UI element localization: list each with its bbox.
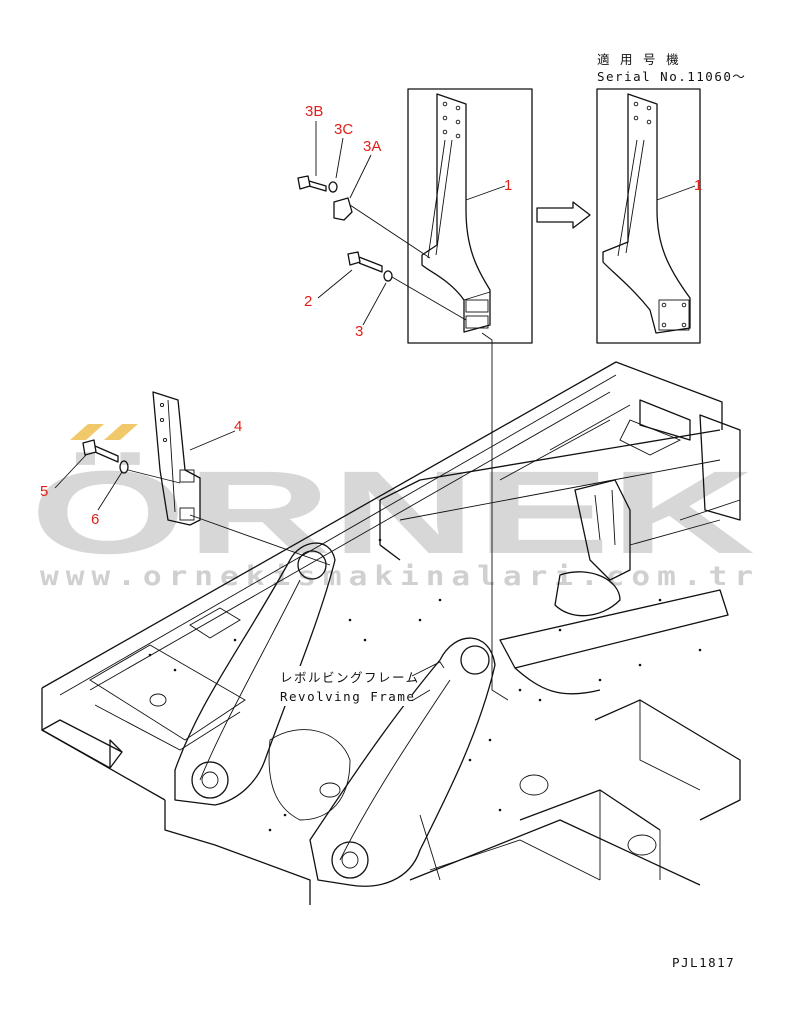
callouts: 3B 3C 3A 1 1 2 3 4 5 6 (40, 103, 702, 528)
callout-3: 3 (355, 323, 363, 340)
callout-6: 6 (91, 511, 99, 528)
washer-3 (383, 270, 393, 282)
locator-line (481, 332, 509, 701)
serial-note: 適 用 号 機 Serial No.11060～ (597, 52, 746, 84)
change-arrow (536, 201, 591, 229)
leader-lines (54, 121, 696, 703)
frame-label-en: Revolving Frame (280, 689, 415, 704)
callout-3b: 3B (305, 103, 323, 120)
part-1-new-detail (596, 88, 701, 344)
drawing-code: PJL1817 (672, 955, 735, 970)
callout-5: 5 (40, 483, 48, 500)
fasteners-upper (297, 175, 467, 321)
watermark-brand: ÖRNEK (30, 447, 755, 579)
bolt-2 (347, 251, 383, 273)
bolt-5 (82, 439, 119, 463)
washer-3c (328, 181, 338, 193)
callout-1-right: 1 (694, 177, 702, 194)
callout-3a: 3A (363, 138, 381, 155)
callout-2: 2 (304, 293, 312, 310)
detail-box-new (596, 88, 701, 344)
frame-label-jp: レボルビングフレーム (280, 670, 420, 685)
revolving-frame (41, 361, 741, 905)
clip-3a (333, 197, 353, 221)
callout-3c: 3C (334, 121, 353, 138)
callout-4: 4 (234, 418, 242, 435)
serial-note-en: Serial No.11060～ (597, 69, 746, 84)
callout-1-left: 1 (504, 177, 512, 194)
serial-note-jp: 適 用 号 機 (597, 52, 680, 67)
part-4-bracket (82, 391, 331, 566)
detail-box-current (407, 88, 533, 344)
part-1-detail (407, 88, 533, 344)
frame-label: レボルビングフレーム Revolving Frame (276, 666, 420, 706)
watermark-url: www.ornekismakinalari.com.tr (40, 561, 760, 592)
watermark-accent-right (104, 424, 138, 440)
watermark-accent-left (70, 424, 104, 440)
watermark: ÖRNEK www.ornekismakinalari.com.tr (30, 424, 760, 592)
washer-6 (119, 460, 129, 474)
bolt-3b (297, 175, 327, 192)
